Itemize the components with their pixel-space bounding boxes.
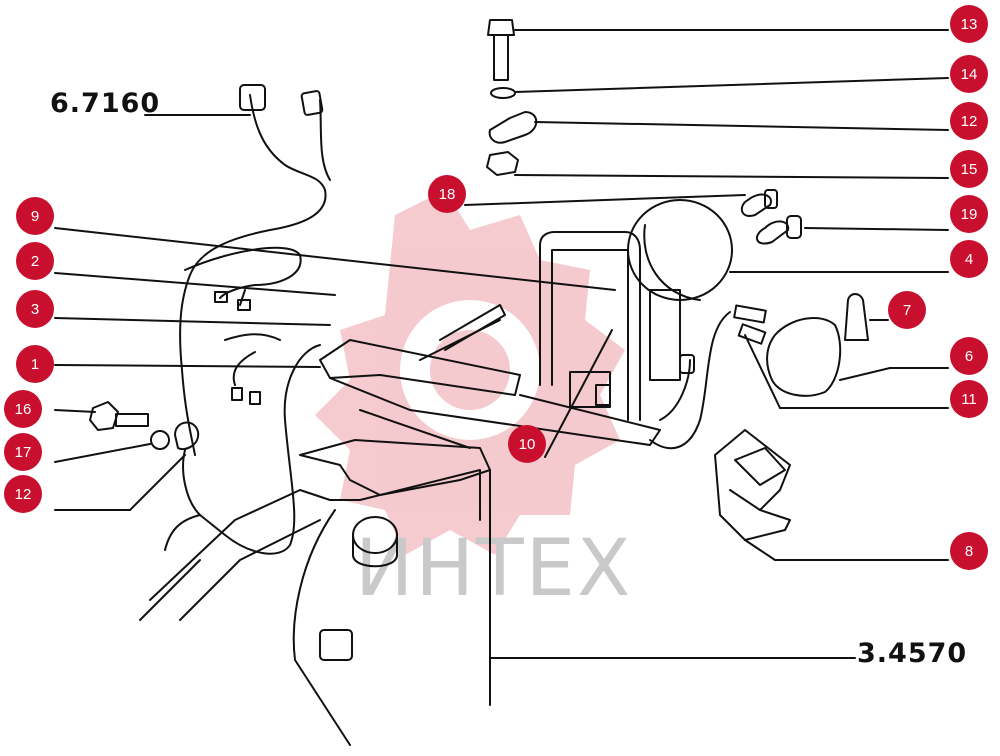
callout-8: 8	[950, 532, 988, 570]
callout-4: 4	[950, 240, 988, 278]
callout-16: 16	[4, 390, 42, 428]
callout-3: 3	[16, 290, 54, 328]
callout-17: 17	[4, 433, 42, 471]
callout-12-left: 12	[4, 475, 42, 513]
watermark-logo	[315, 190, 625, 555]
callout-19: 19	[950, 195, 988, 233]
callout-12-right: 12	[950, 102, 988, 140]
callout-1: 1	[16, 345, 54, 383]
callout-9: 9	[16, 197, 54, 235]
callout-2: 2	[16, 242, 54, 280]
callout-14: 14	[950, 55, 988, 93]
callout-11: 11	[950, 380, 988, 418]
callout-15: 15	[950, 150, 988, 188]
watermark-text: ИНТЕХ	[355, 524, 632, 614]
callout-18: 18	[428, 175, 466, 213]
callout-7: 7	[888, 291, 926, 329]
callout-6: 6	[950, 337, 988, 375]
callout-13: 13	[950, 5, 988, 43]
callout-10: 10	[508, 425, 546, 463]
reference-number-bottom: 3.4570	[857, 638, 968, 669]
drawing-lines	[54, 19, 949, 746]
reference-number-top: 6.7160	[50, 88, 161, 119]
